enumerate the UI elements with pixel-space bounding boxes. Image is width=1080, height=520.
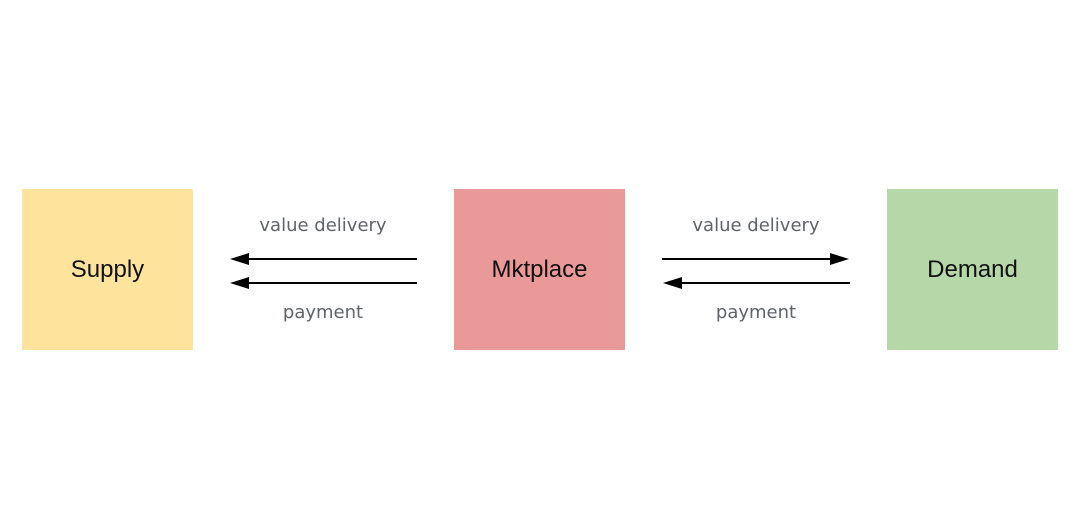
arrow-left-bottom [230, 277, 417, 289]
arrow-left-top [230, 253, 417, 265]
supply-label: Supply [70, 255, 145, 283]
left-value-delivery-label: value delivery [259, 215, 387, 236]
mktplace-label: Mktplace [491, 255, 588, 283]
arrow-right-top [662, 253, 849, 265]
demand-node: Demand [887, 189, 1058, 350]
demand-label: Demand [927, 255, 1018, 283]
supply-node: Supply [22, 189, 193, 350]
left-payment-label: payment [282, 302, 364, 323]
right-payment-label: payment [715, 302, 797, 323]
arrow-right-bottom [663, 277, 850, 289]
mktplace-node: Mktplace [454, 189, 625, 350]
right-value-delivery-label: value delivery [692, 215, 820, 236]
